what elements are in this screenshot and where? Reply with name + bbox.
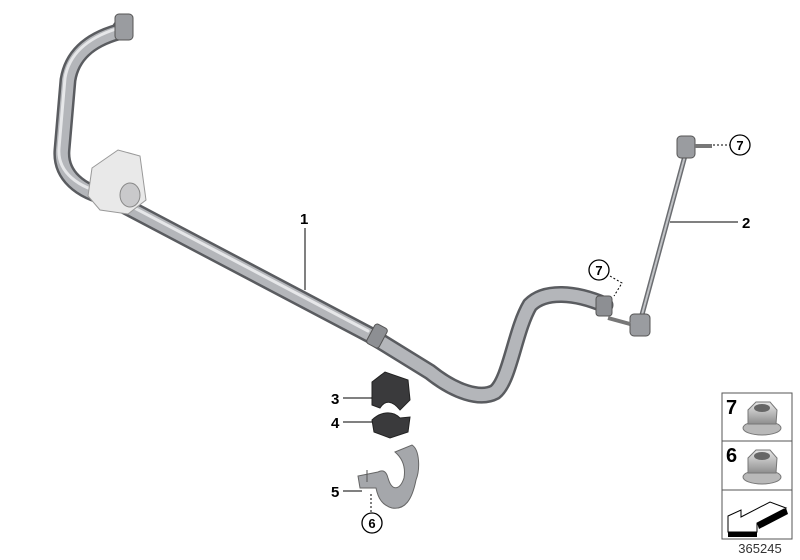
callout-number: 7 <box>736 138 743 153</box>
callout-7-upper[interactable]: 7 <box>713 134 751 156</box>
stabilizer-bar[interactable] <box>53 13 614 404</box>
bar-mount-bushing <box>87 149 147 215</box>
callout-number: 7 <box>595 263 602 278</box>
self-locking-collar-nut-icon <box>742 449 782 485</box>
rubber-mounting-upper[interactable] <box>371 371 411 411</box>
callout-number: 1 <box>300 211 308 228</box>
diagram-id: 365245 <box>738 541 781 556</box>
callout-number: 4 <box>331 415 340 432</box>
callout-4[interactable]: 4 <box>331 415 372 432</box>
legend-number: 7 <box>726 397 737 419</box>
callout-circle <box>588 259 610 281</box>
legend-number: 6 <box>726 445 737 467</box>
callout-5[interactable]: 5 <box>331 484 362 501</box>
callout-number: 5 <box>331 484 339 501</box>
callout-2[interactable]: 2 <box>670 215 750 232</box>
callout-3[interactable]: 3 <box>331 391 372 408</box>
rubber-mounting-lower[interactable] <box>371 412 411 439</box>
callout-7-lower[interactable]: 7 <box>588 259 623 297</box>
callout-1[interactable]: 1 <box>300 211 308 290</box>
self-locking-collar-nut-icon <box>742 401 782 436</box>
callout-number: 3 <box>331 391 339 408</box>
legend-item-7[interactable]: 7 <box>726 397 782 436</box>
callout-number: 2 <box>742 215 750 232</box>
direction-arrow-icon <box>727 501 788 537</box>
legend-panel: 7 6 <box>721 392 793 540</box>
legend-item-6[interactable]: 6 <box>726 445 782 485</box>
leader-line <box>609 275 623 297</box>
clamp[interactable] <box>357 444 420 509</box>
callout-6[interactable]: 6 <box>361 494 383 534</box>
stabilizer-link[interactable] <box>607 135 712 337</box>
callout-circle <box>361 512 383 534</box>
callout-circle <box>729 134 751 156</box>
callout-number: 6 <box>368 516 375 531</box>
